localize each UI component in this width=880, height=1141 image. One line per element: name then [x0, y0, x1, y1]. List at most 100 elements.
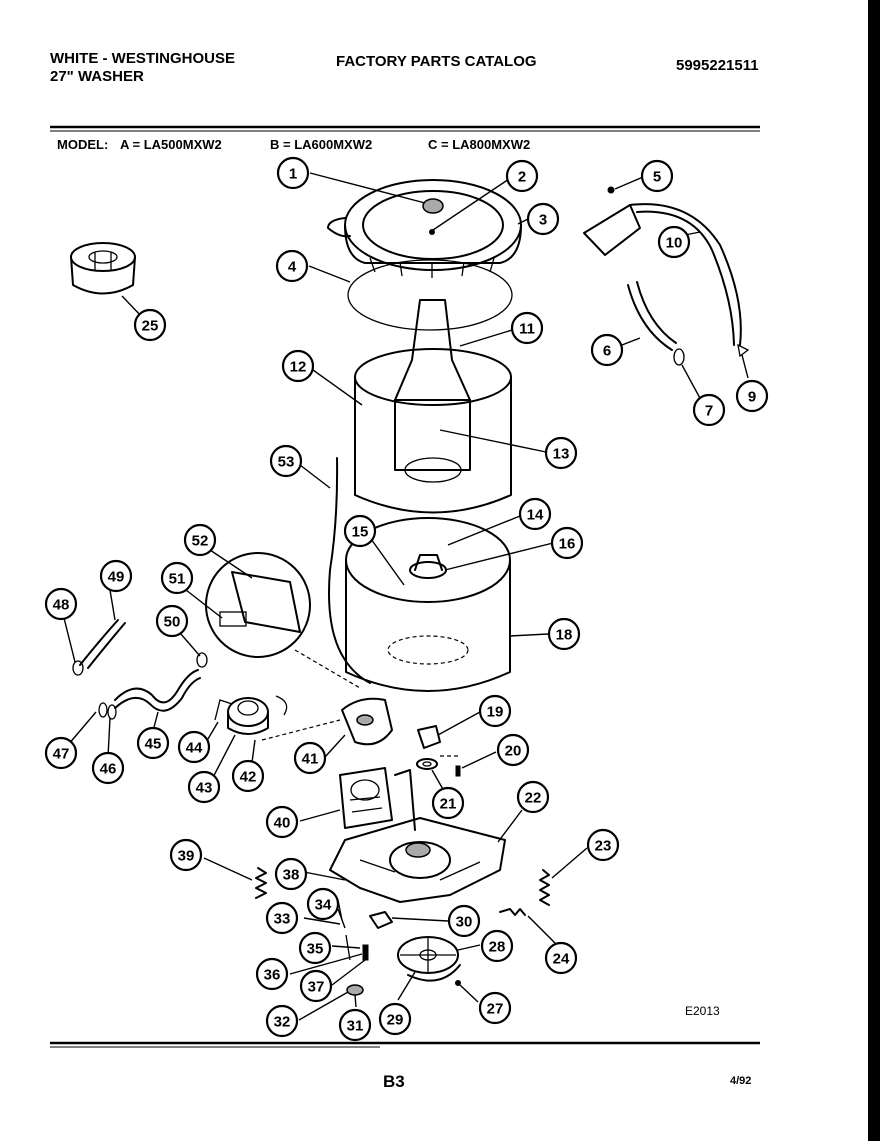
fill-hose-drawing [621, 281, 750, 401]
callout-circle [183, 523, 217, 557]
gasket-ring-drawing [308, 259, 513, 331]
callout-29: 29 [378, 1002, 412, 1036]
springs-drawing [203, 847, 588, 945]
detail-magnifier-drawing [185, 547, 361, 689]
callout-number: 22 [525, 790, 542, 807]
callout-number: 53 [278, 454, 295, 471]
callout-circle [177, 730, 211, 764]
callout-circle [657, 225, 691, 259]
model-label: MODEL: [57, 137, 109, 152]
callout-number: 29 [387, 1012, 404, 1029]
callout-number: 20 [505, 743, 522, 760]
callout-40: 40 [265, 805, 299, 839]
callout-6: 6 [590, 333, 624, 367]
callout-circle [274, 857, 308, 891]
callout-number: 9 [748, 389, 756, 406]
callout-circle [91, 751, 125, 785]
callout-39: 39 [169, 838, 203, 872]
callout-49: 49 [99, 559, 133, 593]
callout-number: 43 [196, 780, 213, 797]
spin-basket-drawing [312, 299, 547, 514]
callout-number: 33 [274, 911, 291, 928]
callout-number: 24 [553, 951, 570, 968]
callout-circle [265, 805, 299, 839]
callout-circle [265, 901, 299, 935]
callout-number: 25 [142, 318, 159, 335]
callout-7: 7 [692, 393, 726, 427]
callout-circle [496, 733, 530, 767]
callout-18: 18 [547, 617, 581, 651]
callout-number: 46 [100, 761, 117, 778]
callout-circle [299, 969, 333, 1003]
callout-circle [516, 780, 550, 814]
callout-circle [480, 929, 514, 963]
callout-number: 35 [307, 941, 324, 958]
callout-28: 28 [480, 929, 514, 963]
callout-number: 14 [527, 507, 544, 524]
callout-16: 16 [550, 526, 584, 560]
callout-35: 35 [298, 931, 332, 965]
callout-circle [526, 202, 560, 236]
callout-13: 13 [544, 436, 578, 470]
callout-number: 4 [288, 259, 297, 276]
callout-circle [136, 726, 170, 760]
callout-4: 4 [275, 249, 309, 283]
callout-25: 25 [133, 308, 167, 342]
catalog-title: FACTORY PARTS CATALOG [336, 53, 537, 70]
callout-number: 18 [556, 627, 573, 644]
model-b: B = LA600MXW2 [270, 137, 373, 152]
callout-number: 51 [169, 571, 186, 588]
callout-circle [276, 156, 310, 190]
brand-title: WHITE - WESTINGHOUSE [50, 50, 235, 67]
callout-number: 13 [553, 446, 570, 463]
callout-number: 44 [186, 740, 203, 757]
callout-number: 45 [145, 736, 162, 753]
callout-15: 15 [343, 514, 377, 548]
callout-number: 27 [487, 1001, 504, 1018]
callout-circle [518, 497, 552, 531]
product-title: 27" WASHER [50, 68, 144, 85]
callout-circle [298, 931, 332, 965]
callout-circle [547, 617, 581, 651]
dispenser-cup-drawing [70, 242, 144, 319]
callout-circle [447, 904, 481, 938]
callout-41: 41 [293, 741, 327, 775]
callout-circle [338, 1008, 372, 1042]
callout-circle [550, 526, 584, 560]
callout-circle [544, 436, 578, 470]
callout-10: 10 [657, 225, 691, 259]
callout-circle [269, 444, 303, 478]
pressure-hose-drawing [299, 457, 371, 684]
callout-34: 34 [306, 887, 340, 921]
callout-circle [44, 587, 78, 621]
callout-3: 3 [526, 202, 560, 236]
callout-circle [44, 736, 78, 770]
callout-circle [343, 514, 377, 548]
callout-21: 21 [431, 786, 465, 820]
callout-circle [231, 759, 265, 793]
callout-20: 20 [496, 733, 530, 767]
callout-circle [169, 838, 203, 872]
callout-circle [478, 991, 512, 1025]
callout-47: 47 [44, 736, 78, 770]
callout-5: 5 [640, 159, 674, 193]
callout-circle [281, 349, 315, 383]
callout-number: 48 [53, 597, 70, 614]
callout-number: 11 [519, 321, 535, 338]
callout-45: 45 [136, 726, 170, 760]
outer-tub-drawing [345, 515, 554, 692]
callout-number: 39 [178, 848, 195, 865]
callout-number: 3 [539, 212, 547, 229]
pulley-drawing [289, 899, 481, 1021]
callout-circle [293, 741, 327, 775]
model-a: A = LA500MXW2 [120, 137, 222, 152]
callout-number: 19 [487, 704, 504, 721]
callout-number: 49 [108, 569, 125, 586]
callout-circle [692, 393, 726, 427]
callout-9: 9 [735, 379, 769, 413]
callout-46: 46 [91, 751, 125, 785]
callout-circle [478, 694, 512, 728]
motor-drawing [299, 767, 393, 829]
